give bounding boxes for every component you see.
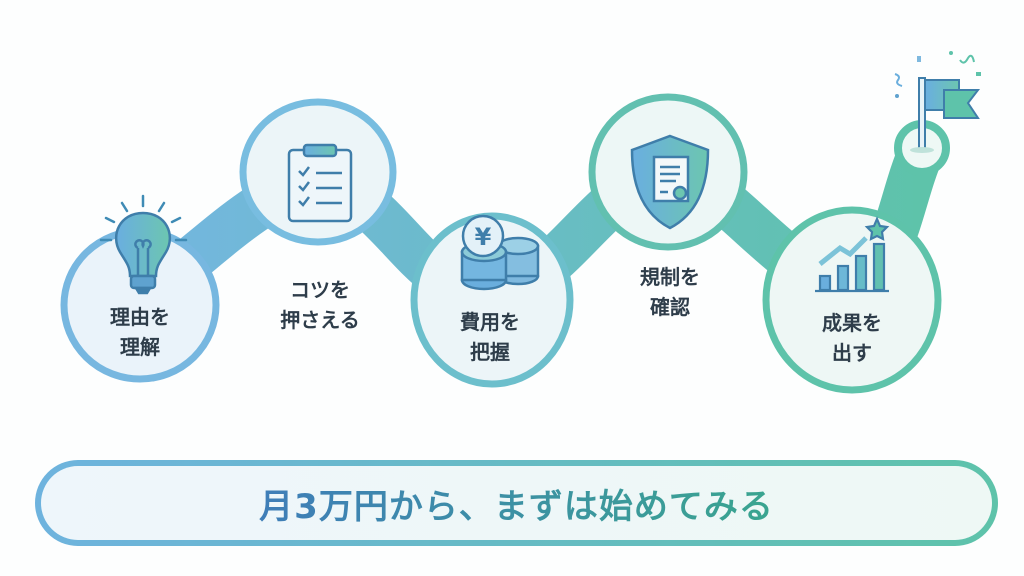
step-label-3: 費用を把握 xyxy=(410,307,570,367)
step-label-line: 成果を xyxy=(822,311,882,335)
yen-coins-icon: ¥ xyxy=(460,214,540,291)
step-label-line: 確認 xyxy=(650,295,690,319)
step-label-2: コツを押さえる xyxy=(240,275,400,335)
goal-flag-icon xyxy=(894,51,981,153)
lightbulb-icon xyxy=(99,194,188,295)
step-node-5 xyxy=(762,206,942,394)
call-to-action-banner: 月3万円から、まずは始めてみる xyxy=(35,460,998,546)
banner-text: 月3万円から、まずは始めてみる xyxy=(259,479,774,528)
step-label-line: 押さえる xyxy=(280,308,360,332)
clipboard-checklist-icon xyxy=(287,143,353,223)
banner-inner: 月3万円から、まずは始めてみる xyxy=(41,466,992,540)
step-label-line: 把握 xyxy=(470,340,510,364)
step-label-line: 費用を xyxy=(460,310,520,334)
shield-certificate-icon xyxy=(630,134,710,230)
step-label-line: コツを xyxy=(290,278,350,302)
growth-chart-star-icon xyxy=(815,216,890,293)
step-label-5: 成果を出す xyxy=(772,308,932,368)
step-label-line: 出す xyxy=(832,341,872,365)
step-label-line: 理解 xyxy=(120,335,160,359)
yen-symbol: ¥ xyxy=(475,223,492,251)
step-label-line: 理由を xyxy=(110,305,170,329)
step-label-line: 規制を xyxy=(640,265,700,289)
step-label-1: 理由を理解 xyxy=(60,302,220,362)
step-label-4: 規制を確認 xyxy=(590,262,750,322)
